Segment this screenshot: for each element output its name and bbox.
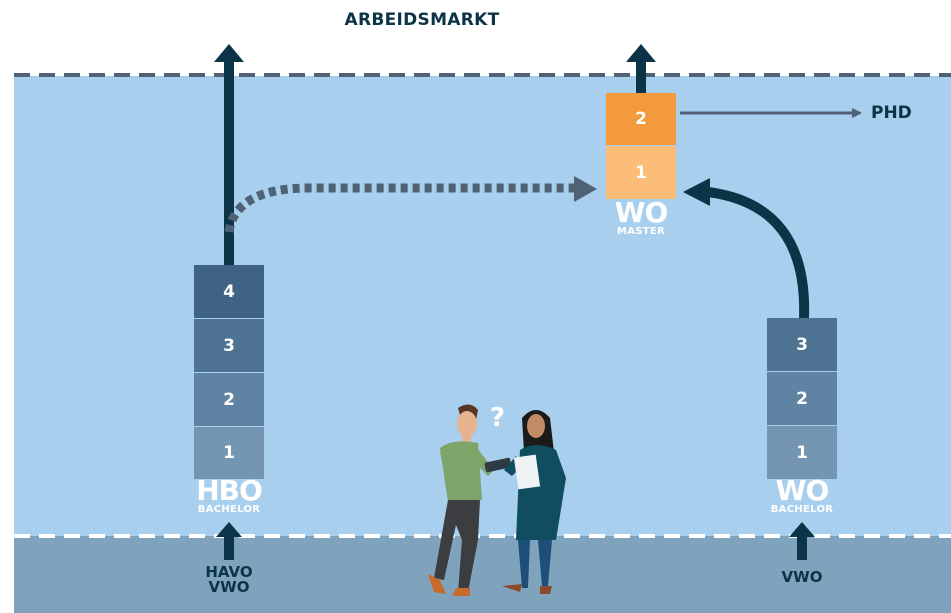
- question-mark: ?: [490, 403, 505, 433]
- wo-entry-label: VWO: [781, 568, 823, 586]
- wo-master-sub: MASTER: [616, 226, 666, 237]
- wo-master-year-block: 2: [606, 93, 676, 145]
- phd-label: PHD: [871, 103, 912, 123]
- entry-zone: [14, 536, 951, 613]
- entry-havo: HAVO: [205, 563, 253, 581]
- wo-bachelor-name: WO: [775, 474, 830, 507]
- wo-bachelor-year-label: 3: [796, 334, 808, 355]
- dotted-arrow-icon: [224, 176, 597, 233]
- wo-bachelor-year-block: 1: [767, 426, 837, 479]
- hbo-year-block: 1: [194, 427, 264, 479]
- wo-bachelor-year-block: 3: [767, 318, 837, 371]
- wo-master-year-label: 1: [635, 162, 647, 183]
- hbo-year-label: 2: [223, 389, 235, 410]
- arrow-up-icon: [214, 44, 244, 265]
- hbo-sub: BACHELOR: [197, 504, 261, 515]
- wo-master-name: WO: [614, 196, 669, 229]
- labour-market-title: ARBEIDSMARKT: [344, 10, 500, 30]
- arrow-up-icon: [216, 522, 242, 560]
- arrow-up-icon: [789, 522, 815, 560]
- hbo-year-block: 2: [194, 373, 264, 426]
- wo-master-year-block: 1: [606, 146, 676, 199]
- wo-bachelor-year-block: 2: [767, 372, 837, 425]
- wo-master-year-label: 2: [635, 109, 647, 129]
- wo-master-label: WO MASTER: [596, 199, 686, 237]
- hbo-year-block: 4: [194, 265, 264, 318]
- hbo-entry-label: HAVO VWO: [180, 565, 278, 595]
- hbo-bachelor-label: HBO BACHELOR: [184, 477, 274, 515]
- wo-bachelor-year-label: 1: [796, 442, 808, 463]
- hbo-year-block: 3: [194, 319, 264, 372]
- wo-bachelor-sub: BACHELOR: [770, 504, 834, 515]
- wo-bachelor-year-label: 2: [796, 388, 808, 409]
- wo-bachelor-label: WO BACHELOR: [757, 477, 847, 515]
- hbo-year-label: 4: [223, 281, 235, 302]
- hbo-year-label: 3: [223, 335, 235, 356]
- hbo-year-label: 1: [223, 443, 235, 463]
- hbo-name: HBO: [196, 474, 263, 507]
- people-illustration: ?: [428, 403, 566, 596]
- entry-vwo: VWO: [208, 578, 250, 596]
- curved-arrow-icon: [683, 178, 810, 319]
- arrow-up-icon: [626, 44, 656, 95]
